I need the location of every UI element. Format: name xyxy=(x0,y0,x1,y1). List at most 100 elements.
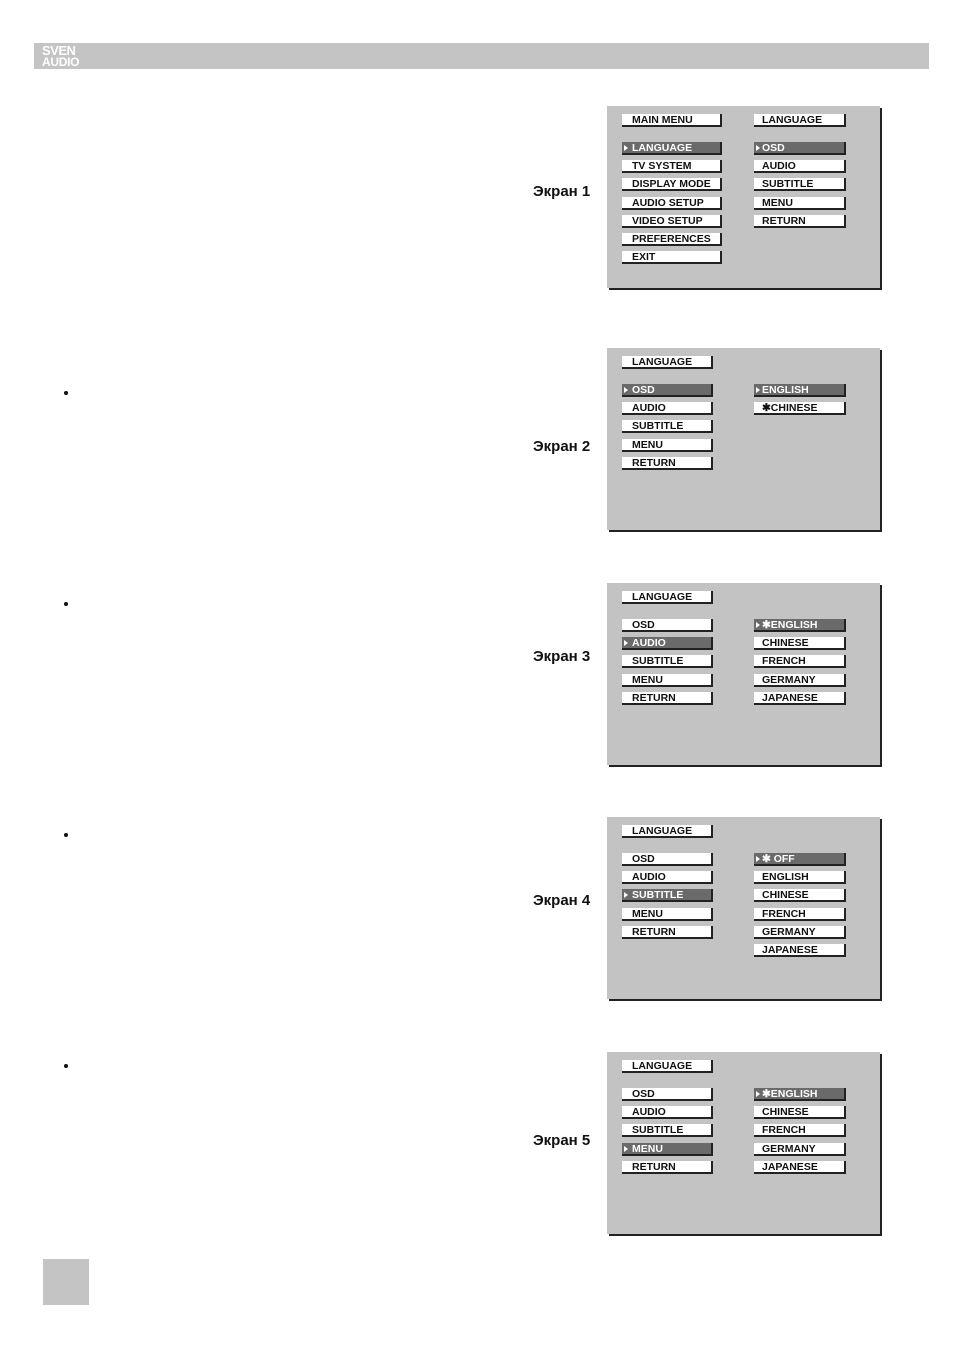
menu-item[interactable]: RETURN xyxy=(622,1160,713,1174)
submenu-option[interactable]: OSD xyxy=(754,142,846,155)
submenu-option-label: ✱CHINESE xyxy=(762,402,818,415)
menu-header: LANGUAGE xyxy=(622,1060,713,1073)
menu-item-label: OSD xyxy=(632,853,655,865)
menu-item-label: OSD xyxy=(632,384,655,396)
selection-arrow-icon xyxy=(624,892,628,899)
submenu-option[interactable]: RETURN xyxy=(754,214,846,228)
selection-arrow-icon xyxy=(756,145,760,151)
menu-item-label: MAIN MENU xyxy=(632,114,693,126)
menu-item-label: AUDIO xyxy=(632,402,666,415)
submenu-option[interactable]: CHINESE xyxy=(754,1106,846,1120)
bullet-4 xyxy=(63,1063,69,1069)
menu-item[interactable]: MENU xyxy=(622,438,713,452)
submenu-option[interactable]: ✱ OFF xyxy=(754,853,846,866)
submenu-option[interactable]: FRENCH xyxy=(754,655,846,669)
menu-item-label: MENU xyxy=(632,438,663,451)
screen-label: Экран 3 xyxy=(533,648,591,665)
menu-item[interactable]: RETURN xyxy=(622,925,713,939)
menu-item-label: LANGUAGE xyxy=(632,825,693,837)
menu-item-label: MENU xyxy=(632,673,663,686)
submenu-option-label: CHINESE xyxy=(762,1106,809,1119)
submenu-option-label: ✱ENGLISH xyxy=(762,619,818,631)
menu-item-label: AUDIO xyxy=(632,637,666,650)
submenu-option-label: CHINESE xyxy=(762,889,809,902)
submenu-option[interactable]: MENU xyxy=(754,196,846,210)
submenu-option-label: SUBTITLE xyxy=(762,178,814,191)
menu-item-label: LANGUAGE xyxy=(632,1060,693,1072)
page-number-box xyxy=(43,1259,89,1305)
menu-item[interactable]: SUBTITLE xyxy=(622,420,713,434)
submenu-option[interactable]: FRENCH xyxy=(754,1124,846,1138)
submenu-option[interactable]: ✱ENGLISH xyxy=(754,1088,846,1101)
menu-header: LANGUAGE xyxy=(622,591,713,604)
submenu-option[interactable]: JAPANESE xyxy=(754,944,846,957)
screen-label: Экран 2 xyxy=(533,438,591,455)
menu-item[interactable]: OSD xyxy=(622,384,713,397)
menu-item[interactable]: MENU xyxy=(622,673,713,687)
menu-item[interactable]: MENU xyxy=(622,907,713,921)
menu-item[interactable]: LANGUAGE xyxy=(622,142,722,155)
menu-item[interactable]: RETURN xyxy=(622,456,713,470)
submenu-option-label: JAPANESE xyxy=(762,1160,818,1173)
submenu-option[interactable]: FRENCH xyxy=(754,907,846,921)
menu-item[interactable]: AUDIO SETUP xyxy=(622,196,722,210)
selection-arrow-icon xyxy=(756,387,760,393)
menu-item-label: RETURN xyxy=(632,1160,676,1173)
bullet-2 xyxy=(63,601,69,607)
menu-item[interactable]: OSD xyxy=(622,853,713,866)
menu-item[interactable]: AUDIO xyxy=(622,402,713,416)
submenu-option[interactable]: JAPANESE xyxy=(754,691,846,705)
menu-item-label: RETURN xyxy=(632,691,676,704)
menu-item-label: SUBTITLE xyxy=(632,420,684,433)
submenu-option[interactable]: ✱CHINESE xyxy=(754,402,846,416)
submenu-option[interactable]: CHINESE xyxy=(754,637,846,651)
menu-item[interactable]: SUBTITLE xyxy=(622,889,713,903)
menu-item[interactable]: PREFERENCES xyxy=(622,233,722,246)
selection-arrow-icon xyxy=(624,1145,628,1152)
submenu-option[interactable]: GERMANY xyxy=(754,1142,846,1156)
menu-item[interactable]: RETURN xyxy=(622,691,713,705)
menu-item[interactable]: SUBTITLE xyxy=(622,1124,713,1138)
menu-item[interactable]: SUBTITLE xyxy=(622,655,713,669)
submenu-option[interactable]: CHINESE xyxy=(754,889,846,903)
menu-item[interactable]: TV SYSTEM xyxy=(622,160,722,174)
selection-arrow-icon xyxy=(624,145,628,151)
submenu-option[interactable]: AUDIO xyxy=(754,160,846,174)
menu-item[interactable]: AUDIO xyxy=(622,637,713,651)
submenu-option-label: GERMANY xyxy=(762,673,816,686)
menu-item[interactable]: VIDEO SETUP xyxy=(622,214,722,228)
submenu-option-label: ENGLISH xyxy=(762,384,809,396)
osd-menu-panel: LANGUAGE OSD AUDIO SUBTITLE MENU RETURN ✱ENGLI… xyxy=(607,1052,880,1234)
submenu-option[interactable]: ENGLISH xyxy=(754,384,846,397)
menu-item[interactable]: OSD xyxy=(622,619,713,632)
osd-menu-panel: MAIN MENU LANGUAGE TV SYSTEM DISPLAY MODE AU… xyxy=(607,106,880,288)
submenu-header: LANGUAGE xyxy=(754,114,846,127)
submenu-option[interactable]: ✱ENGLISH xyxy=(754,619,846,632)
menu-item[interactable]: AUDIO xyxy=(622,871,713,885)
submenu-option-label: JAPANESE xyxy=(762,944,818,956)
submenu-option[interactable]: GERMANY xyxy=(754,925,846,939)
submenu-option[interactable]: ENGLISH xyxy=(754,871,846,885)
menu-item-label: OSD xyxy=(632,619,655,631)
screen-label: Экран 5 xyxy=(533,1132,591,1149)
submenu-option[interactable]: JAPANESE xyxy=(754,1160,846,1174)
menu-item-label: SUBTITLE xyxy=(632,889,684,902)
menu-item[interactable]: OSD xyxy=(622,1088,713,1101)
menu-item-label: MENU xyxy=(632,1142,663,1155)
menu-header: LANGUAGE xyxy=(622,356,713,369)
menu-header: MAIN MENU xyxy=(622,114,722,127)
submenu-option[interactable]: GERMANY xyxy=(754,673,846,687)
submenu-option-label: FRENCH xyxy=(762,655,806,668)
header-bar: SVEN AUDIO xyxy=(34,43,929,69)
selection-arrow-icon xyxy=(624,387,628,393)
menu-item[interactable]: EXIT xyxy=(622,251,722,265)
menu-item-label: AUDIO xyxy=(632,1106,666,1119)
bullet-3 xyxy=(63,832,69,838)
menu-item[interactable]: DISPLAY MODE xyxy=(622,178,722,192)
menu-item[interactable]: MENU xyxy=(622,1142,713,1156)
menu-item[interactable]: AUDIO xyxy=(622,1106,713,1120)
menu-item-label: LANGUAGE xyxy=(632,142,693,154)
submenu-option[interactable]: SUBTITLE xyxy=(754,178,846,192)
osd-menu-panel: LANGUAGE OSD AUDIO SUBTITLE MENU RETURN ✱ENGLI… xyxy=(607,583,880,765)
submenu-option-label: GERMANY xyxy=(762,1142,816,1155)
